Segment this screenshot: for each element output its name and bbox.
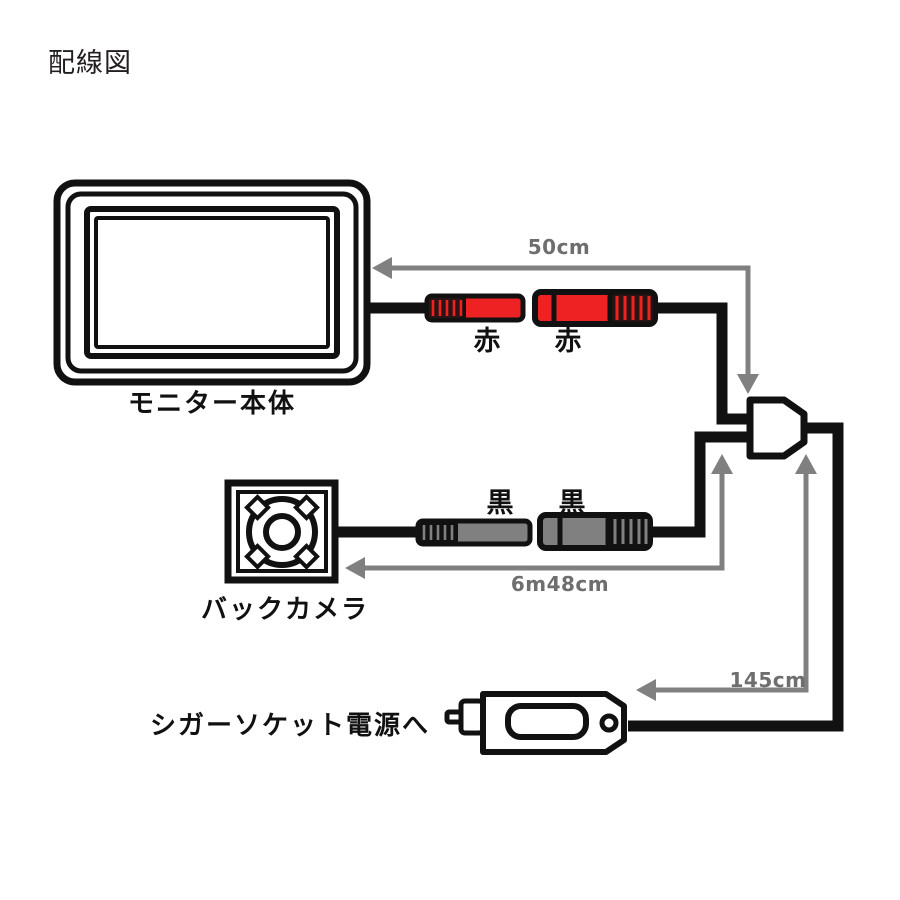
red-female-grip-ribs [615, 296, 651, 320]
cigarette-lighter-plug-icon[interactable]: シガーソケット電源へ [150, 691, 627, 755]
dimension-648cm-arrow-up [711, 454, 733, 474]
camera-label: バックカメラ [201, 595, 369, 625]
red-female-label: 赤 [555, 326, 582, 357]
monitor-screen [94, 216, 330, 349]
dimension-145cm-arrow-left [636, 679, 656, 701]
dimension-145cm-arrow-up [795, 454, 817, 474]
cable-routing-group [335, 302, 844, 732]
camera-screw-top-left-icon [244, 494, 271, 521]
black-male-label: 黒 [487, 488, 514, 519]
red-male-grip-ribs [431, 300, 463, 316]
black-rca-female-connector-icon[interactable]: 黒 [537, 488, 653, 551]
dimension-50cm-arrow-left [372, 257, 392, 279]
camera-screw-bottom-right-icon [293, 543, 320, 570]
dimension-648cm-leader [363, 468, 725, 571]
cable-red-female-to-junction [655, 302, 748, 425]
cable-junction-to-power-plug [628, 422, 844, 732]
dimension-145cm-leader [654, 468, 809, 693]
page-title: 配線図 [48, 48, 132, 79]
back-camera-unit[interactable]: バックカメラ [201, 479, 369, 625]
red-male-label: 赤 [474, 326, 501, 357]
black-rca-male-connector-icon[interactable]: 黒 [415, 488, 533, 547]
camera-screw-top-right-icon [293, 494, 320, 521]
plug-collar [458, 698, 486, 736]
dimension-50cm-value: 50cm [528, 235, 591, 259]
plug-led-circle-icon [599, 713, 619, 733]
junction-body [746, 396, 808, 460]
dimension-50cm-leader [390, 265, 751, 380]
camera-screw-bottom-left-icon [244, 543, 271, 570]
dimension-145cm-value: 145cm [730, 668, 807, 692]
plug-indicator-window [505, 703, 589, 740]
cable-junction-connector-icon[interactable] [746, 396, 808, 460]
red-rca-female-connector-icon[interactable]: 赤 [532, 289, 658, 357]
camera-lens-core [263, 513, 301, 551]
dimension-camera-cable: 6m48cm [345, 454, 733, 596]
monitor-unit[interactable]: モニター本体 [53, 179, 371, 419]
dimension-monitor-cable: 50cm [372, 235, 759, 394]
red-rca-male-connector-icon[interactable]: 赤 [424, 293, 526, 357]
black-female-label: 黒 [559, 488, 586, 519]
dimension-50cm-arrow-down [737, 374, 759, 394]
dimension-power-cable: 145cm [636, 454, 817, 701]
monitor-label: モニター本体 [128, 389, 296, 419]
power-plug-label: シガーソケット電源へ [150, 711, 430, 741]
black-male-grip-ribs [422, 525, 454, 540]
dimension-648cm-arrow-left [345, 557, 365, 579]
cable-black-female-to-junction [650, 431, 748, 538]
black-female-grip-ribs [613, 519, 648, 544]
dimension-648cm-value: 6m48cm [511, 572, 609, 596]
